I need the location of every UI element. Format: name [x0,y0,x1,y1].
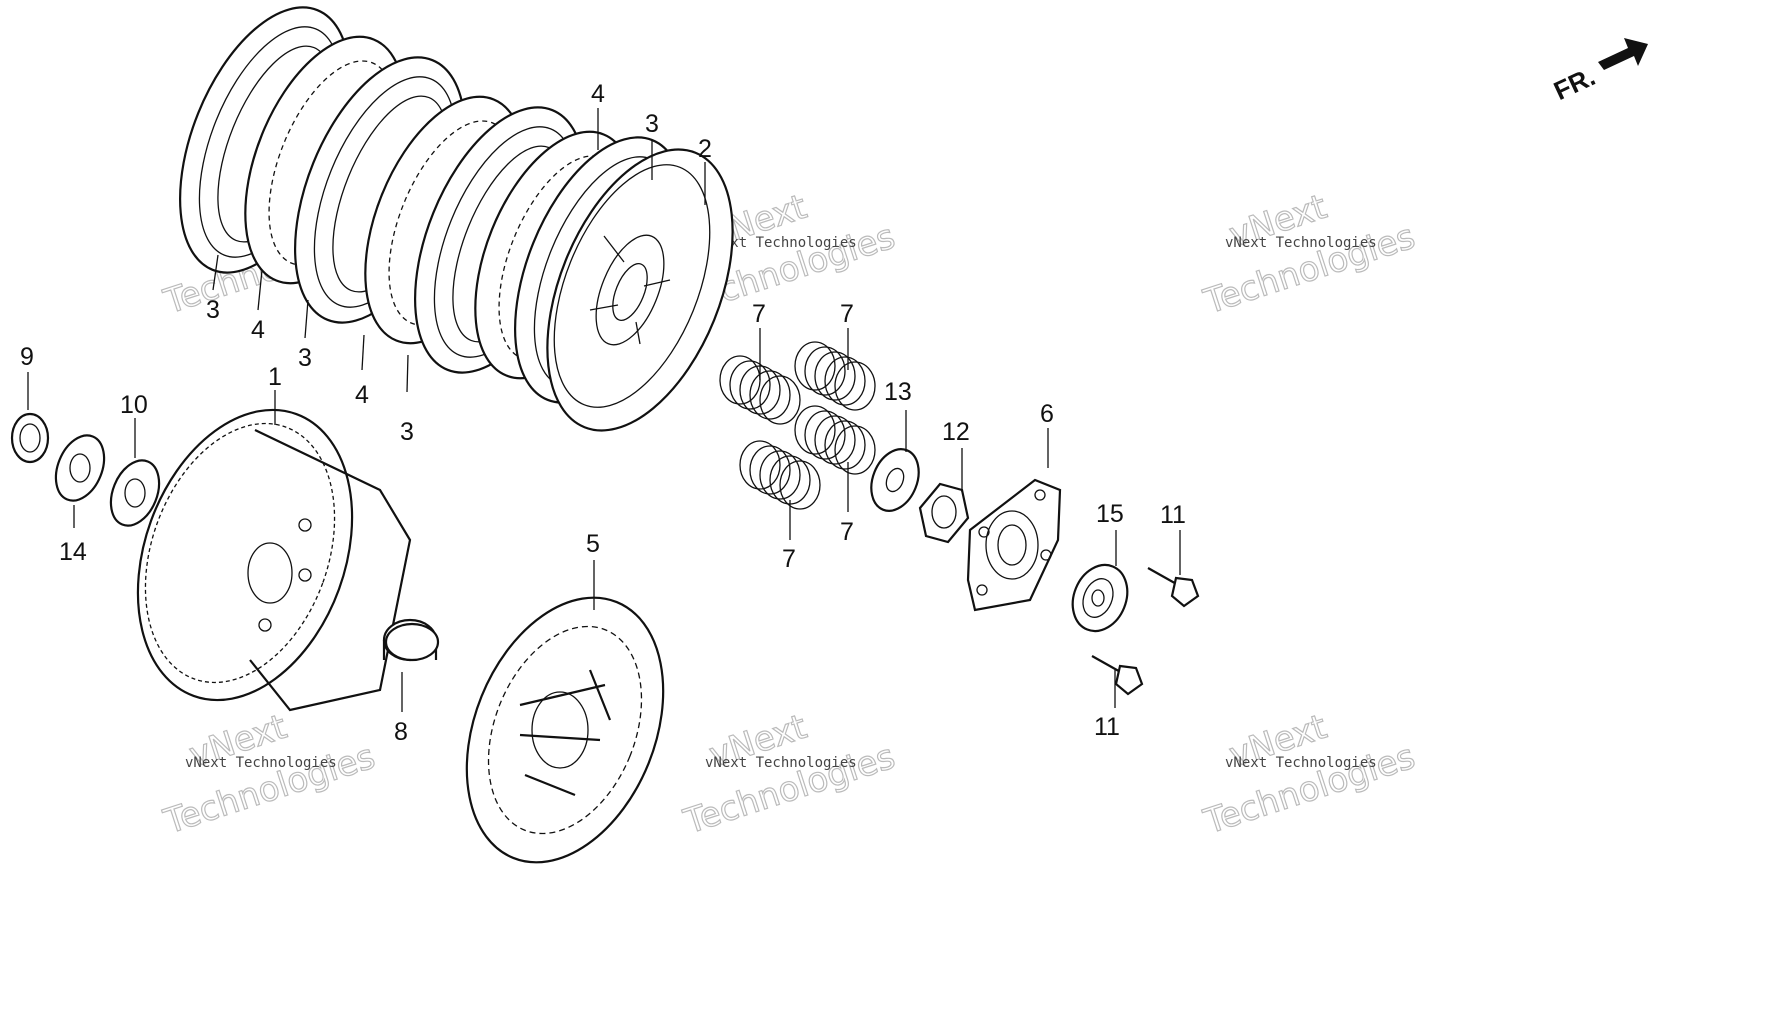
callout-10: 10 [120,391,148,419]
pressure-plate [546,148,734,432]
callout-2: 2 [698,135,712,163]
callout-9: 9 [20,343,34,371]
clutch-springs [719,341,876,510]
bolt-11-lower [1091,655,1144,696]
svg-text:vNext Technologies: vNext Technologies [705,755,857,771]
callout-4: 4 [251,316,265,344]
svg-text:vNext Technologies: vNext Technologies [1225,755,1377,771]
spring-3 [794,405,876,475]
collar-9 [10,412,50,464]
leader-lines [27,108,1181,712]
spring-2 [794,341,876,411]
callout-3: 3 [400,418,414,446]
callout-6: 6 [1040,400,1054,428]
callout-15: 15 [1096,500,1124,528]
callout-11: 11 [1160,501,1186,529]
washer-13 [870,448,920,512]
spring-1 [719,355,801,425]
collar-8 [382,618,440,662]
callout-labels: 3 4 3 4 3 4 3 2 9 14 10 1 8 5 7 7 7 7 13… [20,80,1186,746]
watermark-top-right: vNext Technologies vNext Technologies [1198,186,1420,323]
bearing-15 [1071,563,1129,633]
callout-3: 3 [645,110,659,138]
callout-7: 7 [782,545,796,573]
callout-3: 3 [298,344,312,372]
watermark-bottom-right: vNext Technologies vNext Technologies [1198,706,1420,843]
callout-3: 3 [206,296,220,324]
watermark-bottom-center: vNext Technologies vNext Technologies [678,706,900,843]
callout-11: 11 [1094,713,1120,741]
svg-text:vNext Technologies: vNext Technologies [705,235,857,251]
fr-label: FR. [1549,61,1600,106]
lock-washer-10 [109,459,161,527]
front-direction-indicator: FR. [1549,38,1648,106]
callout-5: 5 [586,530,600,558]
lifter-plate-6 [966,478,1062,612]
watermark-bottom-left: vNext Technologies vNext Technologies [158,706,380,843]
svg-text:vNext Technologies: vNext Technologies [1225,235,1377,251]
callout-7: 7 [840,518,854,546]
callout-4: 4 [591,80,605,108]
front-arrow-icon [1598,38,1648,70]
callout-1: 1 [268,363,282,391]
bolt-11-upper [1147,567,1200,608]
lifter-piece-12 [918,482,970,544]
washer-14 [54,434,106,502]
clutch-center-5 [465,596,665,864]
spring-4 [739,440,821,510]
svg-text:vNext Technologies: vNext Technologies [185,755,337,771]
callout-12: 12 [942,418,970,446]
callout-4: 4 [355,381,369,409]
callout-13: 13 [884,378,912,406]
callout-7: 7 [752,300,766,328]
callout-8: 8 [394,718,408,746]
clutch-outer-1 [136,408,412,712]
callout-7: 7 [840,300,854,328]
callout-14: 14 [59,538,87,566]
